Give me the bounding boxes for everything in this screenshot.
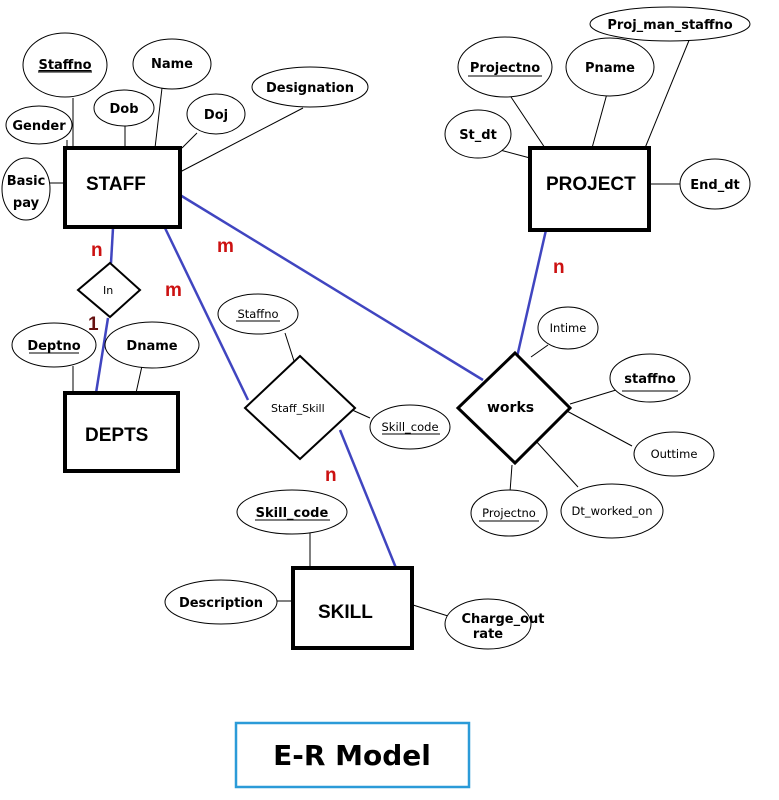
cardinality-in-depts: 1 [88,314,99,335]
attr-project-pname-label: Pname [585,61,635,76]
attr-project-st-dt-label: St_dt [459,128,497,143]
attr-staff-gender-label: Gender [12,119,66,134]
attr-staff-staffno[interactable]: Staffno [22,32,108,98]
entity-staff-label: STAFF [86,174,146,195]
relationship-in-label: In [103,284,113,297]
attr-staff-doj[interactable]: Doj [186,93,246,135]
relationship-lines [94,193,548,569]
attr-staff-dob[interactable]: Dob [93,89,155,127]
attr-works-staffno-label: staffno [624,372,676,387]
attr-project-pname[interactable]: Pname [565,37,655,97]
attr-staffskill-staffno[interactable]: Staffno [217,293,299,335]
attr-project-projectno[interactable]: Projectno [457,36,553,98]
attr-works-dt-worked-on[interactable]: Dt_worked_on [560,483,664,539]
attr-works-intime-label: Intime [550,321,587,335]
attr-staff-doj-label: Doj [204,108,228,123]
attr-project-end-dt-label: End_dt [690,178,739,193]
cardinality-staff-staffskill: m [165,280,182,301]
attr-depts-dname-label: Dname [126,339,177,354]
attr-works-dt-worked-on-label: Dt_worked_on [572,504,653,518]
attr-staff-basic-pay[interactable]: Basic pay [1,157,51,221]
attr-project-end-dt[interactable]: End_dt [679,158,751,210]
attribute-connectors [48,37,691,617]
attr-skill-description[interactable]: Description [164,579,278,625]
cardinality-staff-in: n [91,240,103,261]
attr-staff-designation[interactable]: Designation [251,66,369,108]
cardinality-staffskill-skill: n [325,465,337,486]
attr-project-proj-man-staffno[interactable]: Proj_man_staffno [589,6,751,42]
attr-depts-deptno-label: Deptno [27,339,80,354]
attr-staffskill-skill-code[interactable]: Skill_code [369,404,451,450]
attr-skill-charge-out-rate[interactable]: Charge_out rate [444,598,545,650]
attr-works-projectno-label: Projectno [482,506,536,520]
attr-depts-deptno[interactable]: Deptno [11,322,97,368]
title-box: E-R Model [234,721,471,789]
attr-staff-name[interactable]: Name [132,38,212,90]
entity-skill[interactable]: SKILL [291,566,414,650]
attr-staff-basic-pay-label-1: Basic [7,174,46,189]
attr-skill-skill-code-label: Skill_code [256,506,329,521]
attr-staff-dob-label: Dob [109,102,138,117]
attr-skill-description-label: Description [179,596,263,611]
attr-works-outtime[interactable]: Outtime [633,431,715,477]
entity-skill-label: SKILL [318,602,373,623]
entity-depts[interactable]: DEPTS [63,391,180,473]
attr-works-staffno[interactable]: staffno [609,353,691,403]
attr-staff-basic-pay-label-2: pay [13,196,40,211]
attr-staffskill-staffno-label: Staffno [237,307,278,321]
attr-staffskill-skill-code-label: Skill_code [381,420,438,434]
attr-staff-designation-label: Designation [266,81,354,96]
entity-project-label: PROJECT [546,174,636,195]
cardinality-project-works: n [553,257,565,278]
attr-depts-dname[interactable]: Dname [104,321,200,369]
cardinality-staff-works: m [217,236,234,257]
attr-works-intime[interactable]: Intime [537,306,599,350]
attr-project-projectno-label: Projectno [470,61,540,76]
cardinality-labels: n 1 m m n n [88,236,565,486]
attr-skill-skill-code[interactable]: Skill_code [236,489,348,535]
relationship-in[interactable]: In [76,261,142,319]
attr-skill-charge-out-rate-label-2: rate [473,627,503,642]
attr-skill-charge-out-rate-label-1: Charge_out [461,612,544,627]
attr-staff-staffno-label: Staffno [38,58,91,73]
relationship-works[interactable]: works [455,350,573,466]
relationship-staff-skill-label: Staff_Skill [271,402,325,415]
attr-staff-name-label: Name [151,57,193,72]
entity-project[interactable]: PROJECT [528,146,651,232]
attr-works-projectno[interactable]: Projectno [470,489,548,537]
attr-works-outtime-label: Outtime [651,447,698,461]
entity-staff[interactable]: STAFF [63,146,182,229]
attr-project-proj-man-staffno-label: Proj_man_staffno [607,18,732,33]
attr-staff-gender[interactable]: Gender [5,105,73,145]
diagram-title: E-R Model [273,739,431,772]
relationship-staff-skill[interactable]: Staff_Skill [243,354,357,461]
relationship-works-label: works [487,400,534,416]
attr-project-st-dt[interactable]: St_dt [444,109,512,159]
entity-depts-label: DEPTS [85,425,148,446]
